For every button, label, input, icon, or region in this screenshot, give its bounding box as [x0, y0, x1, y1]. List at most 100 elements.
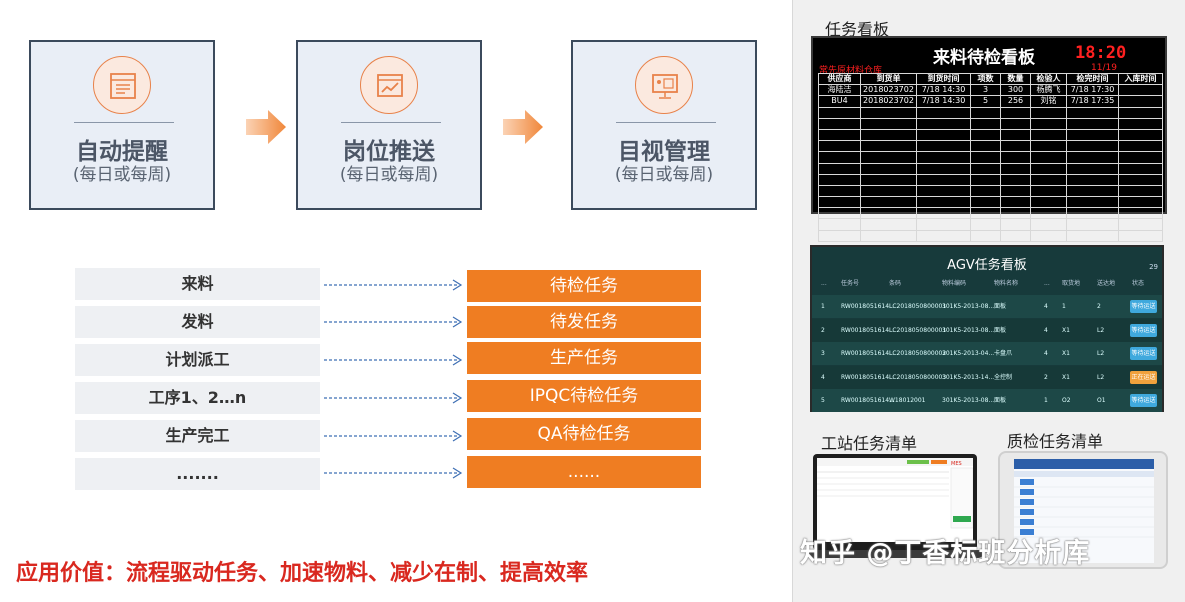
- agv-cell: L2: [1097, 326, 1105, 334]
- agv-cell: W18012001: [889, 397, 926, 404]
- task-box: 生产任务: [467, 342, 701, 374]
- table-cell: [970, 229, 1001, 242]
- table-cell: [818, 207, 861, 220]
- agv-table-header: ...任务号条码物料编码物料名称...取货地送达地状态: [812, 273, 1162, 295]
- flow-box-auto-remind: 自动提醒 (每日或每周): [29, 40, 215, 210]
- agv-cell: 2: [1044, 373, 1048, 381]
- agv-column-header: 取货地: [1062, 280, 1081, 287]
- table-cell: [970, 140, 1001, 153]
- table-cell: [1030, 151, 1067, 164]
- table-cell: 检完时间: [1066, 72, 1119, 86]
- table-cell: [1030, 196, 1067, 209]
- agv-column-header: 物料编码: [942, 280, 967, 287]
- table-cell: [1066, 229, 1119, 242]
- value-statement: 应用价值：流程驱动任务、加速物料、减少在制、提高效率: [16, 561, 589, 586]
- table-cell: [916, 106, 971, 119]
- source-label: 工序1、2…n: [75, 382, 320, 414]
- table-cell: [916, 117, 971, 130]
- dashed-arrow-icon: [324, 316, 463, 328]
- table-cell: [1030, 207, 1067, 220]
- table-cell: [1000, 196, 1031, 209]
- table-cell: 检验人: [1030, 72, 1067, 86]
- agv-status-button[interactable]: 等待运送: [1130, 323, 1157, 337]
- agv-status-button[interactable]: 等待运送: [1130, 300, 1157, 313]
- table-cell: [860, 140, 917, 153]
- laptop-base: [806, 550, 984, 558]
- board-subtitle: 常先原材料仓库: [819, 66, 883, 76]
- agv-cell: 301K5-2013-08...: [942, 326, 995, 334]
- table-cell: [1000, 151, 1031, 164]
- agv-cell: 5: [821, 397, 825, 404]
- table-cell: 7/18 14:30: [916, 95, 971, 108]
- agv-cell: 面板: [994, 397, 1007, 404]
- agv-cell: 1: [1062, 303, 1066, 310]
- table-cell: [1118, 84, 1163, 97]
- task-box: IPQC待检任务: [467, 380, 701, 412]
- dashed-arrow-icon: [324, 279, 463, 291]
- table-cell: [860, 196, 917, 209]
- table-cell: [1030, 162, 1067, 175]
- board-title: 来料待检看板: [933, 48, 1035, 68]
- source-label: 发料: [75, 306, 320, 338]
- table-cell: BU4: [818, 95, 861, 108]
- agv-status-button[interactable]: 等待运送: [1130, 347, 1157, 360]
- agv-cell: RW0018051614...: [841, 350, 895, 357]
- agv-cell: O2: [1062, 397, 1071, 404]
- table-cell: 256: [1000, 95, 1031, 108]
- table-row: [818, 140, 1163, 153]
- agv-status-button[interactable]: 等待运送: [1130, 394, 1157, 407]
- agv-board-title: AGV任务看板: [947, 258, 1027, 273]
- table-cell: [970, 106, 1001, 119]
- table-cell: [1000, 229, 1031, 242]
- table-cell: [1030, 229, 1067, 242]
- table-cell: 海陆洁: [818, 84, 861, 97]
- table-cell: 供应商: [818, 72, 861, 86]
- table-cell: [818, 173, 861, 186]
- table-row: [818, 218, 1163, 231]
- table-cell: [916, 151, 971, 164]
- table-cell: [970, 117, 1001, 130]
- table-cell: [818, 106, 861, 119]
- table-cell: [1066, 140, 1119, 153]
- agv-cell: 卡盘爪: [994, 350, 1013, 357]
- table-cell: [1066, 173, 1119, 186]
- table-row: [818, 151, 1163, 164]
- laptop-screenshot: MES: [813, 454, 977, 550]
- quality-caption: 质检任务清单: [1007, 432, 1104, 451]
- table-row: [818, 128, 1163, 142]
- agv-cell: LC2018050800001: [889, 326, 947, 334]
- table-cell: [818, 140, 861, 153]
- workstation-caption: 工站任务清单: [821, 434, 918, 453]
- table-cell: [916, 128, 971, 142]
- agv-cell: X1: [1062, 373, 1070, 381]
- table-cell: [818, 218, 861, 231]
- agv-cell: LC2018050800001: [889, 303, 947, 310]
- table-cell: 7/18 14:30: [916, 84, 971, 97]
- table-cell: [1066, 106, 1119, 119]
- table-cell: [860, 207, 917, 220]
- agv-cell: 2: [1097, 303, 1101, 310]
- table-cell: [1118, 184, 1163, 198]
- agv-column-header: ...: [821, 280, 827, 287]
- table-cell: [1000, 128, 1031, 142]
- task-board-caption: 任务看板: [825, 20, 890, 39]
- task-box: 待检任务: [467, 270, 701, 302]
- table-cell: [970, 218, 1001, 231]
- table-cell: [860, 128, 917, 142]
- table-cell: [1118, 95, 1163, 108]
- agv-cell: 4: [1044, 303, 1048, 310]
- table-header-row: 供应商到货单到货时间项数数量检验人检完时间入库时间: [818, 72, 1163, 86]
- table-cell: 5: [970, 95, 1001, 108]
- table-cell: [1118, 207, 1163, 220]
- agv-status-button[interactable]: 正在运送: [1130, 370, 1157, 384]
- table-cell: [916, 173, 971, 186]
- agv-cell: 301K5-2013-14...: [942, 373, 995, 381]
- table-cell: [860, 117, 917, 130]
- table-cell: [916, 196, 971, 209]
- flow-box-title: 岗位推送: [343, 139, 435, 165]
- table-cell: [818, 196, 861, 209]
- table-cell: [818, 229, 861, 242]
